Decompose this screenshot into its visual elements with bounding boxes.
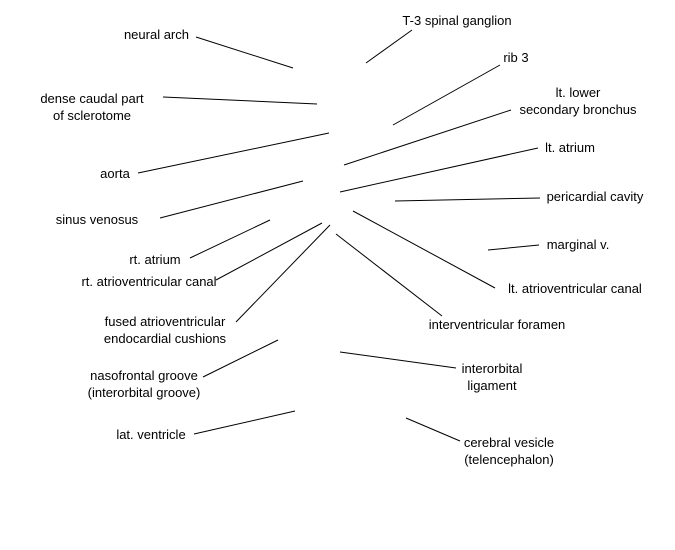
lt-atrium-label-line: lt. atrium (545, 140, 595, 155)
marginal-v-label-line: marginal v. (547, 237, 610, 252)
pericardial-cavity-label: pericardial cavity (547, 189, 644, 204)
marginal-v-leader-line (487, 244, 540, 251)
neural-arch-label-line: neural arch (124, 27, 189, 42)
neural-arch-label: neural arch (124, 27, 189, 42)
fused-atrioventricular-endocardial-cushions-label-line: endocardial cushions (104, 331, 227, 346)
cerebral-vesicle-label: cerebral vesicle (telencephalon) (464, 435, 554, 467)
lt-atrium-leader-line (339, 147, 539, 193)
rt-atrioventricular-canal-leader-line (215, 222, 323, 281)
interorbital-ligament-label: interorbital ligament (462, 361, 523, 393)
lt-atrioventricular-canal-leader-line (352, 210, 496, 289)
lt-lower-secondary-bronchus-leader-line (343, 109, 512, 166)
t3-spinal-ganglion-label: T-3 spinal ganglion (402, 13, 511, 28)
cerebral-vesicle-label-line: cerebral vesicle (464, 435, 554, 450)
rt-atrium-label-line: rt. atrium (129, 252, 180, 267)
rib-3-leader-line (392, 64, 501, 126)
lt-atrioventricular-canal-label-line: lt. atrioventricular canal (508, 281, 642, 296)
rib-3-label: rib 3 (503, 50, 528, 65)
dense-caudal-part-of-sclerotome-label-line: dense caudal part (40, 91, 144, 106)
interorbital-ligament-leader-line (339, 351, 457, 369)
rt-atrioventricular-canal-label-line: rt. atrioventricular canal (81, 274, 216, 289)
cerebral-vesicle-label-line: (telencephalon) (464, 452, 554, 467)
fused-atrioventricular-endocardial-cushions-label-line: fused atrioventricular (105, 314, 226, 329)
nasofrontal-groove-label: nasofrontal groove (interorbital groove) (88, 368, 201, 400)
interventricular-foramen-label: interventricular foramen (429, 317, 566, 332)
aorta-label: aorta (100, 166, 130, 181)
nasofrontal-groove-label-line: nasofrontal groove (90, 368, 198, 383)
sinus-venosus-leader-line (159, 180, 304, 219)
interorbital-ligament-label-line: interorbital (462, 361, 523, 376)
lat-ventricle-leader-line (193, 410, 296, 435)
t3-spinal-ganglion-leader-line (365, 29, 413, 64)
marginal-v-label: marginal v. (547, 237, 610, 252)
t3-spinal-ganglion-label-line: T-3 spinal ganglion (402, 13, 511, 28)
neural-arch-leader-line (195, 36, 294, 69)
nasofrontal-groove-label-line: (interorbital groove) (88, 385, 201, 400)
pericardial-cavity-label-line: pericardial cavity (547, 189, 644, 204)
dense-caudal-part-of-sclerotome-label: dense caudal part of sclerotome (40, 91, 144, 123)
fused-atrioventricular-endocardial-cushions-label: fused atrioventricular endocardial cushio… (104, 314, 227, 346)
dense-caudal-part-of-sclerotome-leader-line (162, 96, 318, 105)
rib-3-label-line: rib 3 (503, 50, 528, 65)
lt-lower-secondary-bronchus-label: lt. lower secondary bronchus (519, 85, 637, 117)
lt-atrium-label: lt. atrium (545, 140, 595, 155)
nasofrontal-groove-leader-line (202, 339, 279, 378)
rt-atrium-label: rt. atrium (129, 252, 180, 267)
aorta-label-line: aorta (100, 166, 130, 181)
rt-atrioventricular-canal-label: rt. atrioventricular canal (81, 274, 216, 289)
rt-atrium-leader-line (189, 219, 271, 259)
cerebral-vesicle-leader-line (405, 417, 461, 442)
interventricular-foramen-label-line: interventricular foramen (429, 317, 566, 332)
lat-ventricle-label: lat. ventricle (116, 427, 185, 442)
sinus-venosus-label: sinus venosus (56, 212, 139, 227)
lat-ventricle-label-line: lat. ventricle (116, 427, 185, 442)
lt-lower-secondary-bronchus-label-line: secondary bronchus (519, 102, 637, 117)
pericardial-cavity-leader-line (394, 197, 541, 202)
aorta-leader-line (137, 132, 330, 174)
lt-lower-secondary-bronchus-label-line: lt. lower (556, 85, 601, 100)
dense-caudal-part-of-sclerotome-label-line: of sclerotome (53, 108, 131, 123)
fused-atrioventricular-endocardial-cushions-leader-line (235, 224, 331, 323)
interorbital-ligament-label-line: ligament (467, 378, 517, 393)
lt-atrioventricular-canal-label: lt. atrioventricular canal (508, 281, 642, 296)
sinus-venosus-label-line: sinus venosus (56, 212, 139, 227)
interventricular-foramen-leader-line (335, 233, 443, 317)
